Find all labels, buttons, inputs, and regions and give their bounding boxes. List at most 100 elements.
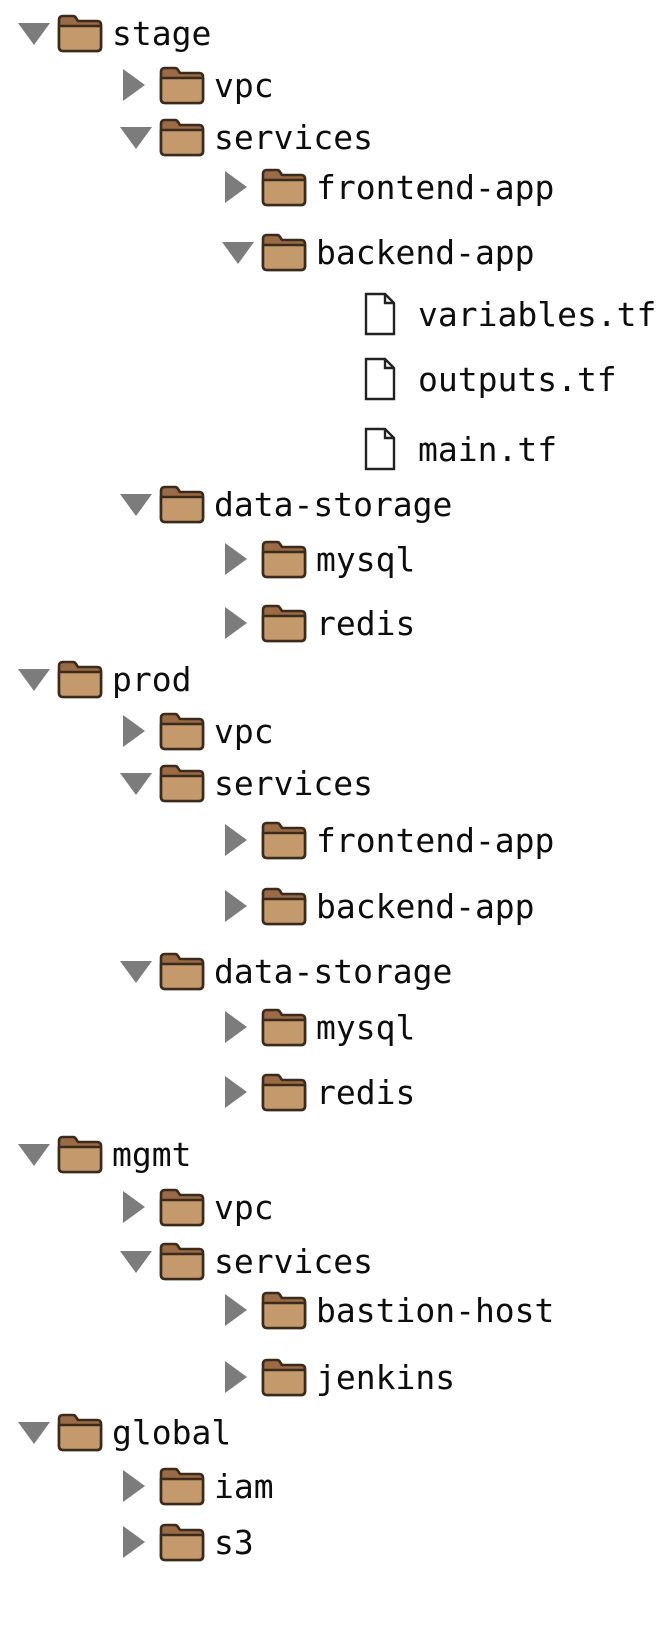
tree-node-vpc[interactable]: vpc — [0, 63, 274, 107]
tree-node-label: main.tf — [418, 429, 558, 469]
tree-node-label: backend-app — [316, 232, 535, 272]
triangle-down-icon[interactable] — [14, 1410, 54, 1454]
tree-node-iam[interactable]: iam — [0, 1464, 274, 1508]
folder-icon — [156, 1185, 208, 1229]
folder-icon — [156, 1239, 208, 1283]
tree-node-global[interactable]: global — [0, 1410, 231, 1454]
file-icon — [360, 427, 412, 471]
triangle-right-icon[interactable] — [116, 1520, 156, 1564]
tree-node-label: vpc — [214, 711, 274, 751]
triangle-right-icon[interactable] — [218, 884, 258, 928]
tree-node-s3[interactable]: s3 — [0, 1520, 254, 1564]
triangle-down-icon[interactable] — [14, 657, 54, 701]
no-toggle-spacer — [320, 357, 360, 401]
tree-node-label: services — [214, 763, 373, 803]
folder-icon — [156, 949, 208, 993]
tree-node-label: bastion-host — [316, 1290, 555, 1330]
tree-node-mysql[interactable]: mysql — [0, 537, 415, 581]
tree-node-services[interactable]: services — [0, 1239, 373, 1283]
triangle-down-icon[interactable] — [116, 949, 156, 993]
tree-node-main-tf[interactable]: main.tf — [0, 427, 557, 471]
tree-node-label: services — [214, 1241, 373, 1281]
tree-node-label: frontend-app — [316, 820, 555, 860]
folder-icon — [156, 482, 208, 526]
triangle-down-icon[interactable] — [116, 1239, 156, 1283]
triangle-right-icon[interactable] — [116, 1185, 156, 1229]
tree-node-label: outputs.tf — [418, 359, 617, 399]
tree-node-services[interactable]: services — [0, 761, 373, 805]
tree-node-label: prod — [112, 659, 192, 699]
triangle-right-icon[interactable] — [218, 601, 258, 645]
folder-icon — [258, 165, 310, 209]
triangle-down-icon[interactable] — [14, 1132, 54, 1176]
tree-node-label: mysql — [316, 1007, 416, 1047]
tree-node-label: services — [214, 117, 373, 157]
tree-node-frontend-app[interactable]: frontend-app — [0, 165, 554, 209]
triangle-right-icon[interactable] — [116, 63, 156, 107]
folder-icon — [258, 537, 310, 581]
folder-icon — [54, 11, 106, 55]
tree-node-variables-tf[interactable]: variables.tf — [0, 292, 656, 336]
tree-node-backend-app[interactable]: backend-app — [0, 230, 535, 274]
tree-node-label: frontend-app — [316, 167, 555, 207]
folder-icon — [258, 230, 310, 274]
tree-node-label: mgmt — [112, 1134, 192, 1174]
tree-node-vpc[interactable]: vpc — [0, 1185, 274, 1229]
folder-icon — [156, 63, 208, 107]
tree-node-label: s3 — [214, 1522, 254, 1562]
tree-node-data-storage[interactable]: data-storage — [0, 482, 452, 526]
tree-node-label: mysql — [316, 539, 416, 579]
triangle-right-icon[interactable] — [218, 1070, 258, 1114]
triangle-down-icon[interactable] — [14, 11, 54, 55]
triangle-right-icon[interactable] — [218, 818, 258, 862]
tree-node-label: data-storage — [214, 951, 453, 991]
folder-icon — [54, 657, 106, 701]
tree-node-label: data-storage — [214, 484, 453, 524]
folder-icon — [258, 884, 310, 928]
file-icon — [360, 292, 412, 336]
tree-node-jenkins[interactable]: jenkins — [0, 1355, 455, 1399]
triangle-right-icon[interactable] — [116, 1464, 156, 1508]
tree-node-label: redis — [316, 1072, 416, 1112]
triangle-down-icon[interactable] — [116, 482, 156, 526]
triangle-right-icon[interactable] — [218, 1288, 258, 1332]
tree-node-vpc[interactable]: vpc — [0, 709, 274, 753]
tree-node-label: global — [112, 1412, 232, 1452]
triangle-down-icon[interactable] — [116, 761, 156, 805]
triangle-right-icon[interactable] — [218, 1355, 258, 1399]
tree-node-stage[interactable]: stage — [0, 11, 211, 55]
triangle-right-icon[interactable] — [218, 537, 258, 581]
tree-node-frontend-app[interactable]: frontend-app — [0, 818, 554, 862]
tree-node-label: vpc — [214, 1187, 274, 1227]
folder-icon — [258, 1070, 310, 1114]
no-toggle-spacer — [320, 427, 360, 471]
folder-icon — [156, 1464, 208, 1508]
folder-icon — [156, 709, 208, 753]
folder-icon — [258, 1005, 310, 1049]
folder-icon — [156, 761, 208, 805]
folder-icon — [258, 818, 310, 862]
triangle-down-icon[interactable] — [116, 115, 156, 159]
tree-node-mysql[interactable]: mysql — [0, 1005, 415, 1049]
triangle-right-icon[interactable] — [218, 1005, 258, 1049]
tree-node-bastion-host[interactable]: bastion-host — [0, 1288, 554, 1332]
tree-node-label: vpc — [214, 65, 274, 105]
folder-icon — [156, 115, 208, 159]
tree-node-redis[interactable]: redis — [0, 601, 415, 645]
triangle-right-icon[interactable] — [218, 165, 258, 209]
tree-node-data-storage[interactable]: data-storage — [0, 949, 452, 993]
tree-node-services[interactable]: services — [0, 115, 373, 159]
tree-node-mgmt[interactable]: mgmt — [0, 1132, 191, 1176]
folder-icon — [156, 1520, 208, 1564]
tree-node-prod[interactable]: prod — [0, 657, 191, 701]
file-icon — [360, 357, 412, 401]
tree-node-label: redis — [316, 603, 416, 643]
tree-node-label: jenkins — [316, 1357, 456, 1397]
tree-node-backend-app[interactable]: backend-app — [0, 884, 535, 928]
tree-node-redis[interactable]: redis — [0, 1070, 415, 1114]
tree-node-outputs-tf[interactable]: outputs.tf — [0, 357, 617, 401]
tree-node-label: stage — [112, 13, 212, 53]
triangle-down-icon[interactable] — [218, 230, 258, 274]
triangle-right-icon[interactable] — [116, 709, 156, 753]
